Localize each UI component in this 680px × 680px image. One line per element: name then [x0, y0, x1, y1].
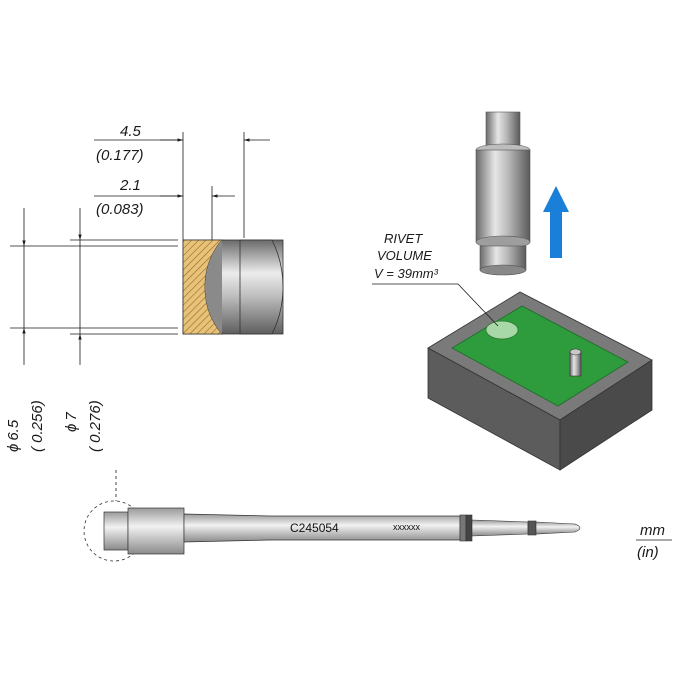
- cartridge-point: [535, 521, 581, 535]
- diameter-extension-lines: [10, 239, 178, 335]
- tip-flange: [239, 239, 284, 335]
- dim-inner-mm: 2.1: [119, 177, 141, 194]
- rivet-pad: [485, 320, 519, 340]
- units-in: (in): [637, 544, 659, 561]
- dimension-length-outer: 4.5 (0.177): [94, 123, 270, 238]
- rivet-volume-label: RIVET VOLUME V = 39mm³: [372, 231, 499, 327]
- dim-dia-outer-mm: ϕ7: [63, 412, 80, 432]
- upward-arrow: [543, 186, 569, 258]
- tip-cylinder: [475, 149, 531, 243]
- cartridge-code: xxxxxx: [393, 522, 421, 532]
- cartridge-head: [127, 507, 185, 555]
- dimension-length-inner: 2.1 (0.083): [94, 132, 235, 240]
- rivet-label-line2: VOLUME: [377, 248, 432, 263]
- dim-outer-mm: 4.5: [120, 123, 142, 140]
- rivet-block: [427, 291, 653, 471]
- dimension-dia-outer: ϕ7 ( 0.276): [63, 208, 104, 452]
- rivet-label-line1: RIVET: [384, 231, 423, 246]
- units-mm: mm: [640, 522, 665, 539]
- tip-cross-section: [182, 239, 284, 335]
- cartridge-neck: [471, 519, 529, 537]
- dim-dia-inner-in: ( 0.256): [29, 400, 46, 452]
- tip-cavity: [205, 240, 222, 334]
- dim-inner-in: (0.083): [96, 201, 144, 218]
- cartridge: C245054 xxxxxx: [83, 470, 581, 562]
- dimension-dia-inner: ϕ6.5 ( 0.256): [5, 208, 46, 452]
- dim-dia-outer-in: ( 0.276): [87, 400, 104, 452]
- rivet-leader: [457, 283, 499, 327]
- rivet-pin: [569, 351, 582, 377]
- dim-dia-inner-mm: ϕ6.5: [5, 419, 22, 452]
- units-legend: mm (in): [636, 522, 672, 561]
- cartridge-tip: [103, 511, 129, 551]
- cartridge-part-number: C245054: [290, 521, 339, 535]
- arrow-shaft: [550, 210, 562, 258]
- dim-outer-in: (0.177): [96, 147, 144, 164]
- tip-3d-view: [475, 111, 531, 276]
- block-side: [559, 359, 653, 471]
- rivet-label-line3: V = 39mm³: [374, 266, 439, 281]
- arrow-head: [543, 186, 569, 212]
